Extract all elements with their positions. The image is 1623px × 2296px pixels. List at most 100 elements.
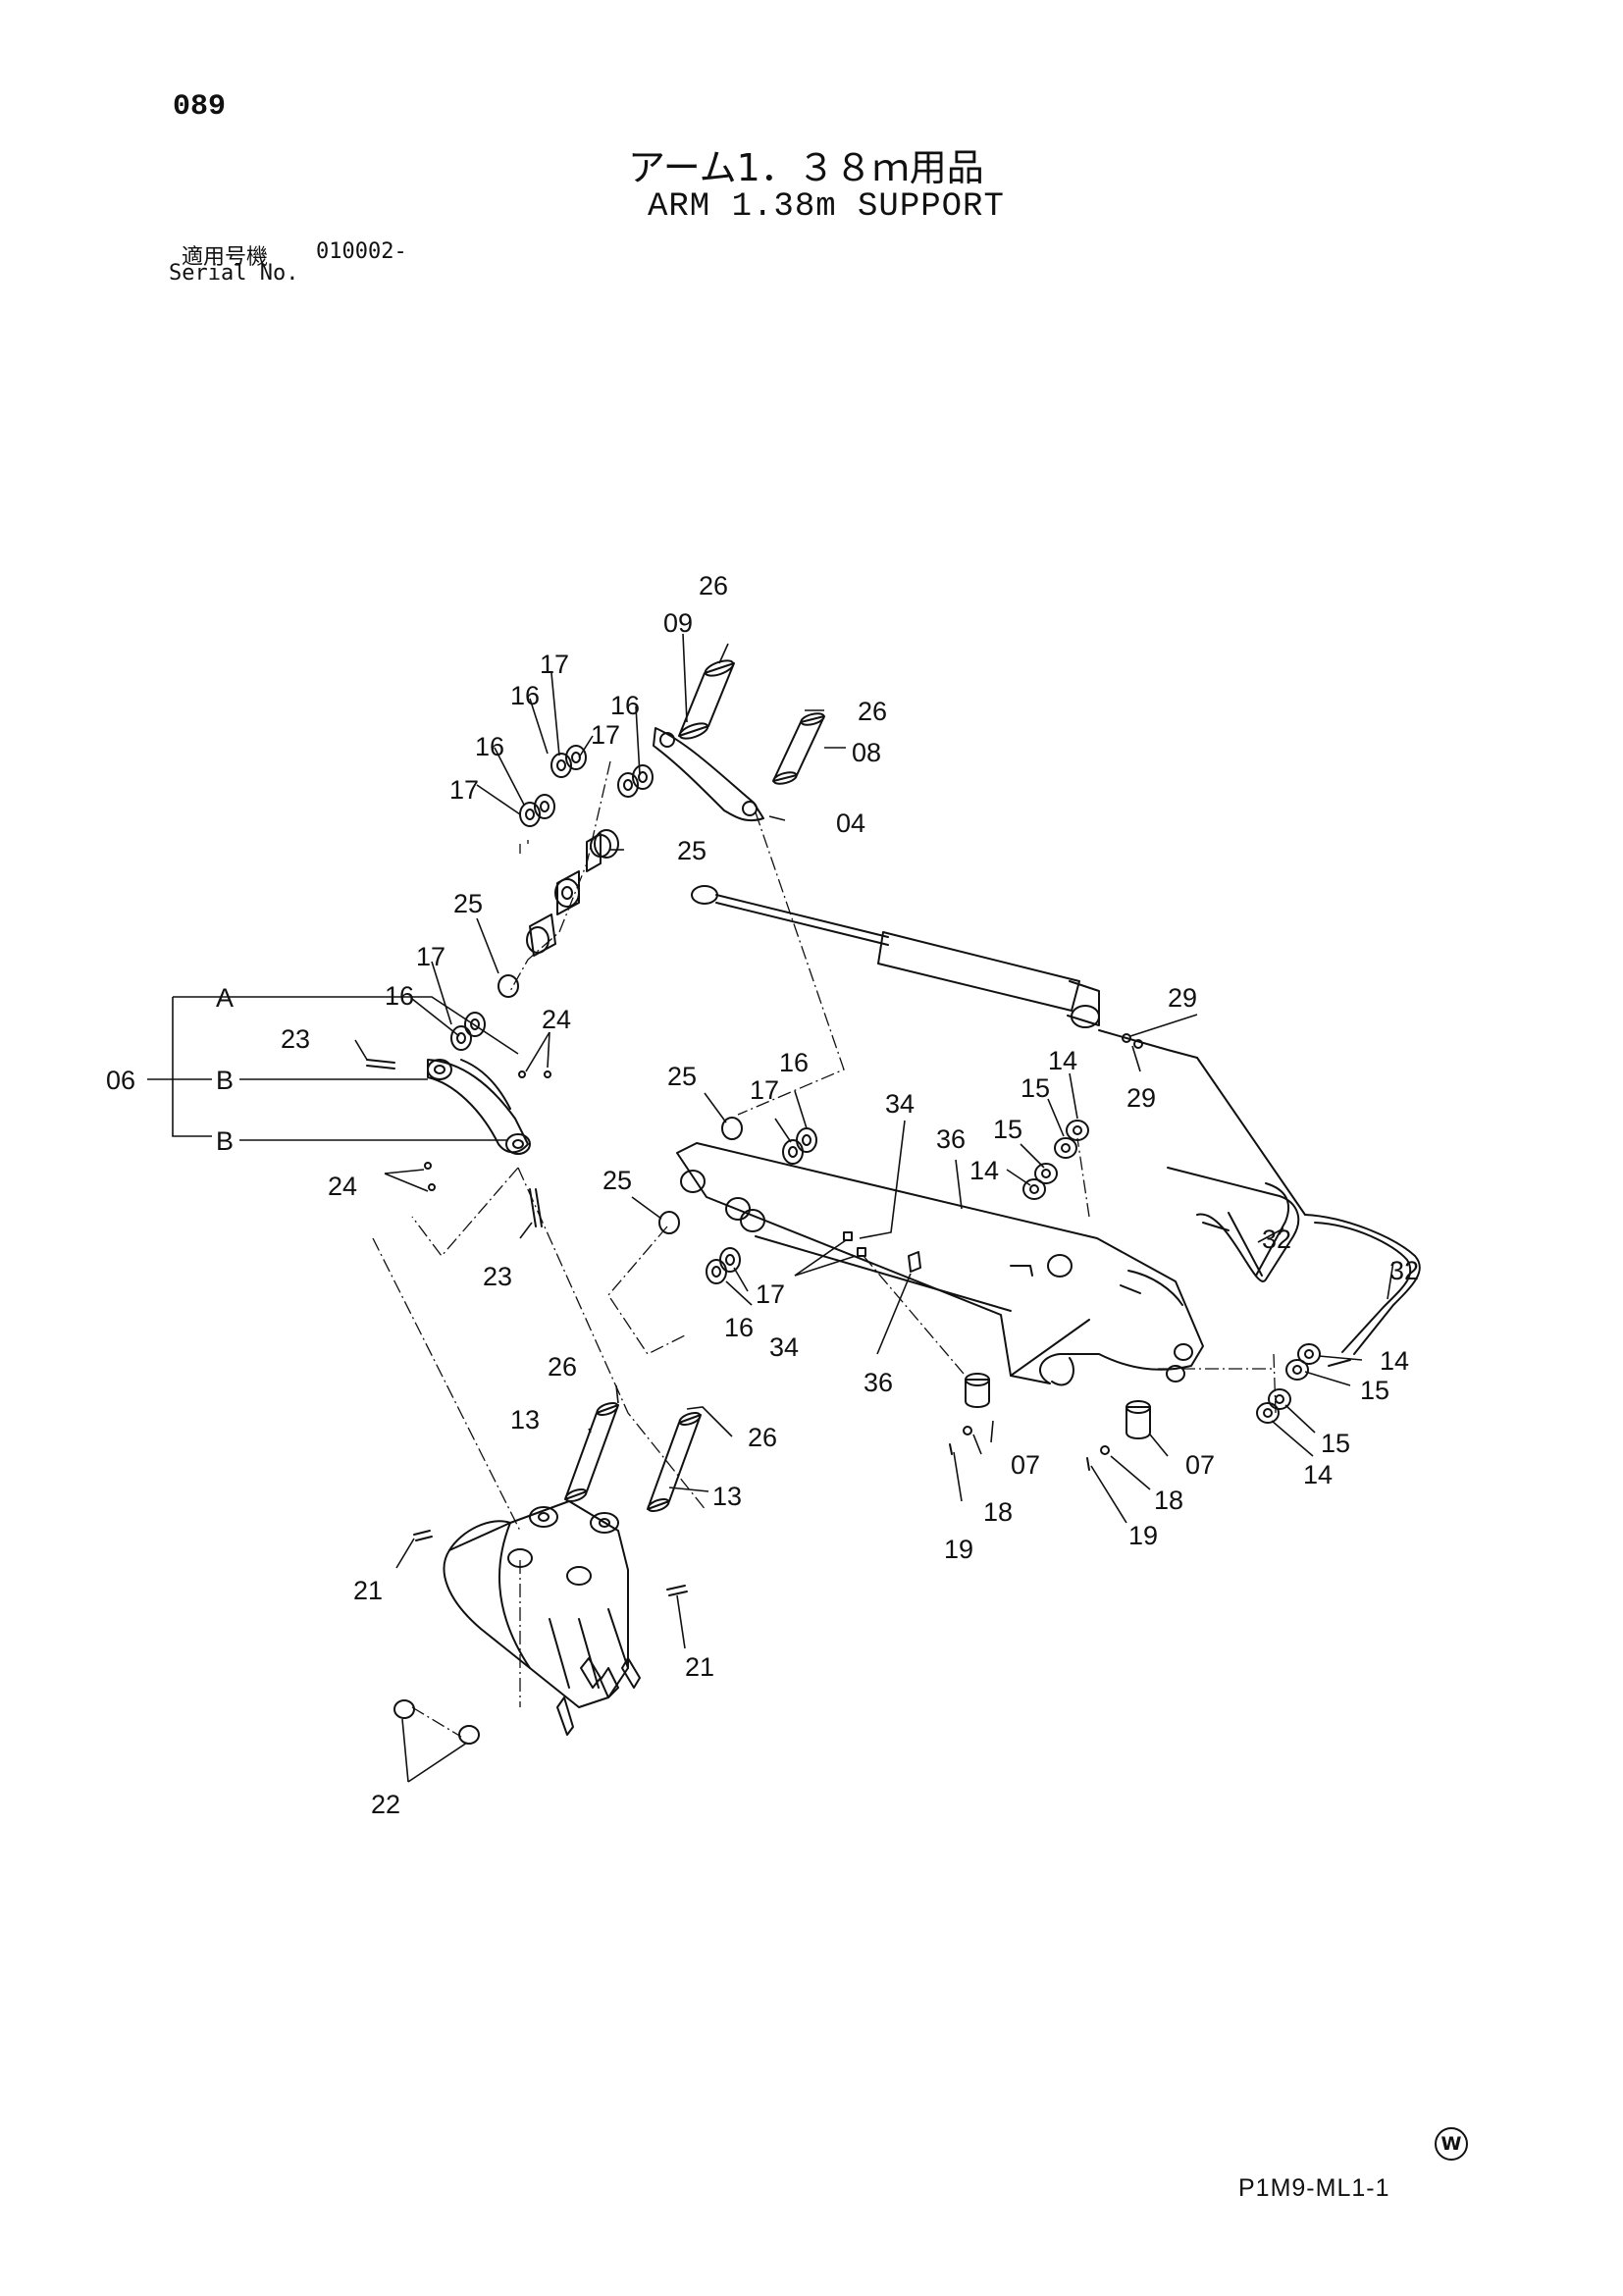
pin-part-23 — [366, 1059, 543, 1227]
shim-washer-group-left — [450, 1012, 486, 1051]
callout-34-b: 34 — [769, 1332, 799, 1362]
bracket-part-36 — [908, 1251, 921, 1273]
washer-group-14-15-lower — [1256, 1343, 1321, 1424]
callout-24-a: 24 — [542, 1005, 571, 1034]
callout-15-c: 15 — [1360, 1376, 1389, 1405]
callout-04: 04 — [836, 809, 865, 838]
callout-19-a: 19 — [944, 1535, 973, 1564]
callout-32-b: 32 — [1389, 1256, 1419, 1285]
pin-part-08 — [772, 712, 825, 785]
callout-17-f: 17 — [756, 1279, 785, 1309]
hose-part-32 — [1167, 1167, 1421, 1367]
callout-17-a: 17 — [540, 650, 569, 679]
callout-25-b: 25 — [453, 889, 483, 918]
callout-36-b: 36 — [864, 1368, 893, 1397]
page-title-english: ARM 1.38m SUPPORT — [648, 188, 1005, 226]
callout-15-a: 15 — [1021, 1073, 1050, 1103]
link-assembly-06 — [427, 1059, 531, 1155]
callout-23-b: 23 — [483, 1262, 512, 1291]
callout-13-b: 13 — [712, 1482, 742, 1511]
leader-lines — [147, 633, 1394, 1783]
w-circle-mark: W — [1435, 2127, 1468, 2161]
callout-14-b: 14 — [969, 1156, 999, 1185]
callout-B-2: B — [216, 1126, 234, 1156]
callout-16-a: 16 — [510, 681, 540, 710]
callout-labels: 26 09 26 08 04 17 16 16 17 16 17 25 25 1… — [106, 571, 1419, 1819]
callout-B-1: B — [216, 1066, 234, 1095]
callout-17-c: 17 — [591, 720, 620, 750]
pipe-line — [755, 1235, 1012, 1312]
serial-label-japanese: 適用号機 — [182, 245, 269, 270]
callout-17-d: 17 — [416, 942, 445, 971]
callout-29-b: 29 — [1126, 1083, 1156, 1113]
callout-18-a: 18 — [983, 1497, 1013, 1527]
pin-part-13 — [564, 1401, 702, 1513]
bucket — [443, 1500, 641, 1736]
pipe-bend — [1010, 1265, 1033, 1277]
callout-17-e: 17 — [750, 1075, 779, 1105]
drawing-code: P1M9-ML1-1 — [1238, 2174, 1390, 2202]
callout-19-b: 19 — [1128, 1521, 1158, 1550]
callout-26-b: 26 — [858, 697, 887, 726]
construction-lines — [372, 760, 1277, 1738]
callout-25-a: 25 — [677, 836, 707, 865]
callout-29-a: 29 — [1168, 983, 1197, 1013]
callout-15-d: 15 — [1321, 1429, 1350, 1458]
o-ring-25-d — [658, 1211, 680, 1234]
page-number: 089 — [173, 90, 227, 124]
callout-14-a: 14 — [1048, 1046, 1077, 1075]
callout-13-a: 13 — [510, 1405, 540, 1435]
callout-16-d: 16 — [385, 981, 414, 1011]
callout-25-d: 25 — [602, 1166, 632, 1195]
serial-number-value: 010002- — [316, 239, 407, 264]
bolt-part-18-19 — [949, 1426, 1110, 1471]
o-ring-25-b — [497, 974, 519, 998]
callout-14-d: 14 — [1303, 1460, 1333, 1489]
washer-group-14-15-upper — [1022, 1120, 1089, 1200]
hydraulic-cylinder — [691, 885, 1100, 1028]
link-bushing-stack — [526, 829, 619, 957]
o-ring-25-c — [721, 1117, 743, 1140]
callout-16-b: 16 — [475, 732, 504, 761]
callout-26-d: 26 — [748, 1423, 777, 1452]
shim-washer-group-upper — [519, 745, 654, 827]
callout-08: 08 — [852, 738, 881, 767]
callout-09: 09 — [663, 608, 693, 638]
callout-32-a: 32 — [1262, 1225, 1291, 1254]
callout-06: 06 — [106, 1066, 135, 1095]
clamp-part-34 — [843, 1231, 866, 1257]
hose-clamp-29 — [1098, 1029, 1306, 1216]
callout-23-a: 23 — [281, 1024, 310, 1054]
o-ring-part-22 — [393, 1699, 480, 1745]
callout-16-f: 16 — [724, 1313, 754, 1342]
callout-17-b: 17 — [449, 775, 479, 805]
link-part-04 — [653, 727, 764, 822]
o-ring-25-a — [590, 834, 611, 858]
page-title-japanese: アーム1．３８ｍ用品 — [628, 146, 984, 189]
shim-washer-group-mid — [706, 1127, 817, 1284]
arm-body — [676, 1142, 1204, 1386]
callout-14-c: 14 — [1380, 1346, 1409, 1376]
callout-07-b: 07 — [1185, 1450, 1215, 1480]
callout-A: A — [216, 983, 234, 1013]
callout-21-a: 21 — [353, 1576, 383, 1605]
serial-label-english: Serial No. — [169, 261, 299, 286]
pin-part-21 — [413, 1530, 688, 1596]
callout-34-a: 34 — [885, 1089, 915, 1119]
grease-fitting-24 — [424, 1070, 551, 1191]
callout-16-e: 16 — [779, 1048, 809, 1077]
callout-24-b: 24 — [328, 1172, 357, 1201]
callout-36-a: 36 — [936, 1124, 966, 1154]
callout-16-c: 16 — [610, 691, 640, 720]
callout-22: 22 — [371, 1790, 400, 1819]
callout-15-b: 15 — [993, 1115, 1022, 1144]
callout-26-a: 26 — [699, 571, 728, 600]
callout-21-b: 21 — [685, 1652, 714, 1682]
callout-25-c: 25 — [667, 1062, 697, 1091]
pin-part-07 — [965, 1373, 1151, 1439]
callout-26-c: 26 — [548, 1352, 577, 1382]
pin-part-09 — [678, 659, 735, 740]
callout-07-a: 07 — [1011, 1450, 1040, 1480]
callout-18-b: 18 — [1154, 1486, 1183, 1515]
